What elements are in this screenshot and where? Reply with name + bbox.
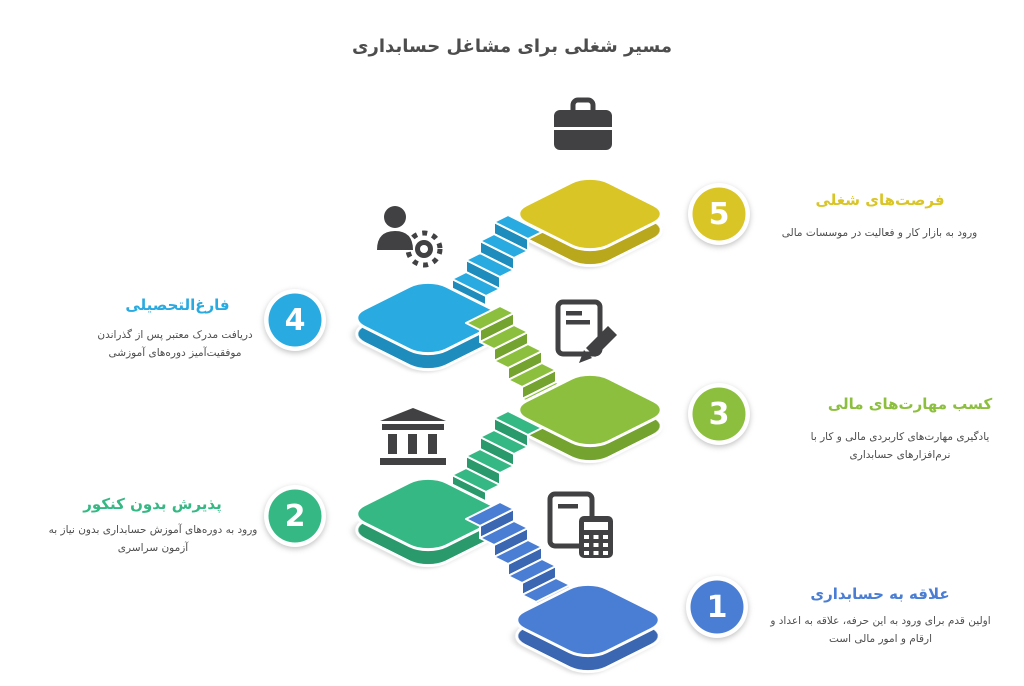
step-4-badge: 4 — [264, 289, 326, 351]
step-1-number: 1 — [707, 590, 728, 625]
page-title: مسیر شغلی برای مشاغل حسابداری — [352, 36, 672, 57]
step-5-number: 5 — [709, 197, 730, 232]
step-2-label: پذیرش بدون کنکور — [83, 495, 222, 513]
step-2-description: ورود به دوره‌های آموزش حسابداری بدون نیا… — [48, 524, 258, 555]
step-1-label: علاقه به حسابداری — [810, 585, 950, 603]
platform-3-top — [508, 369, 672, 451]
step-3-number: 3 — [709, 397, 730, 432]
step-1-description: اولین قدم برای ورود به این حرفه، علاقه ب… — [770, 615, 991, 646]
step-4-number: 4 — [285, 303, 306, 338]
briefcase-icon — [554, 97, 612, 150]
platform-2-top — [346, 473, 510, 555]
platform-4-top — [346, 277, 510, 359]
step-2-number: 2 — [285, 499, 306, 534]
step-3-description: یادگیری مهارت‌های کاربردی مالی و کار با … — [810, 431, 990, 462]
step-5-badge: 5 — [688, 183, 750, 245]
step-5-label: فرصت‌های شغلی — [815, 191, 945, 209]
step-4-label: فارغ‌التحصیلی — [125, 296, 230, 314]
book-calculator-icon — [547, 491, 613, 558]
step-3-badge: 3 — [688, 383, 750, 445]
document-pencil-icon — [555, 299, 617, 363]
person-gear-icon — [377, 206, 443, 268]
step-4-description: دریافت مدرک معتبر پس از گذراندن موفقیت‌آ… — [97, 329, 253, 360]
step-5-description: ورود به بازار کار و فعالیت در موسسات مال… — [781, 227, 978, 239]
platform-1-top — [506, 579, 670, 661]
step-2-badge: 2 — [264, 485, 326, 547]
step-1-badge: 1 — [686, 576, 748, 638]
step-3-label: کسب مهارت‌های مالی — [827, 395, 993, 413]
platform-5-top — [508, 173, 672, 255]
bank-building-icon — [380, 408, 446, 465]
